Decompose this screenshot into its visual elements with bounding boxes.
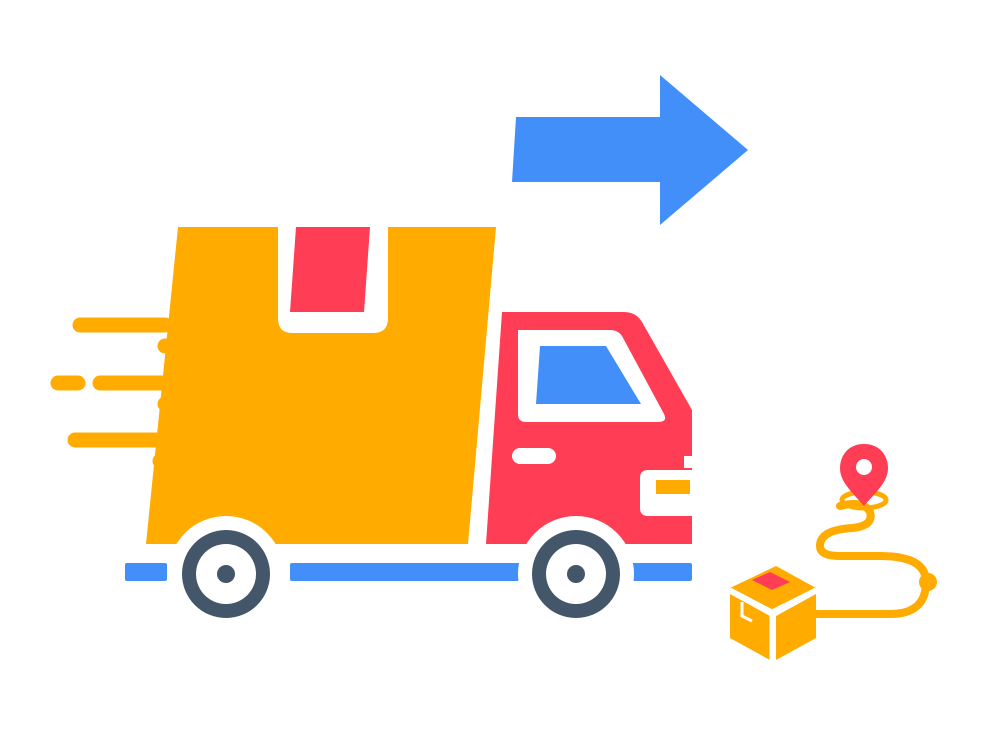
route-node bbox=[919, 573, 937, 591]
parcel-box-icon bbox=[728, 566, 818, 662]
door-handle bbox=[512, 448, 556, 464]
truck-cab bbox=[486, 312, 692, 544]
road-segment bbox=[125, 563, 167, 581]
direction-arrow-icon bbox=[512, 75, 748, 225]
location-pin-icon bbox=[839, 444, 889, 511]
road-segment bbox=[290, 563, 520, 581]
truck-wheel-icon bbox=[182, 530, 270, 618]
headlight bbox=[656, 480, 690, 494]
truck-wheel-icon bbox=[532, 530, 620, 618]
truck-window bbox=[536, 346, 641, 404]
cargo-box-icon bbox=[146, 227, 496, 544]
delivery-truck-icon bbox=[146, 227, 692, 632]
road-segment bbox=[630, 563, 692, 581]
parcel-tape bbox=[752, 572, 790, 590]
road-line-icon bbox=[125, 563, 692, 581]
box-tape bbox=[290, 227, 370, 312]
